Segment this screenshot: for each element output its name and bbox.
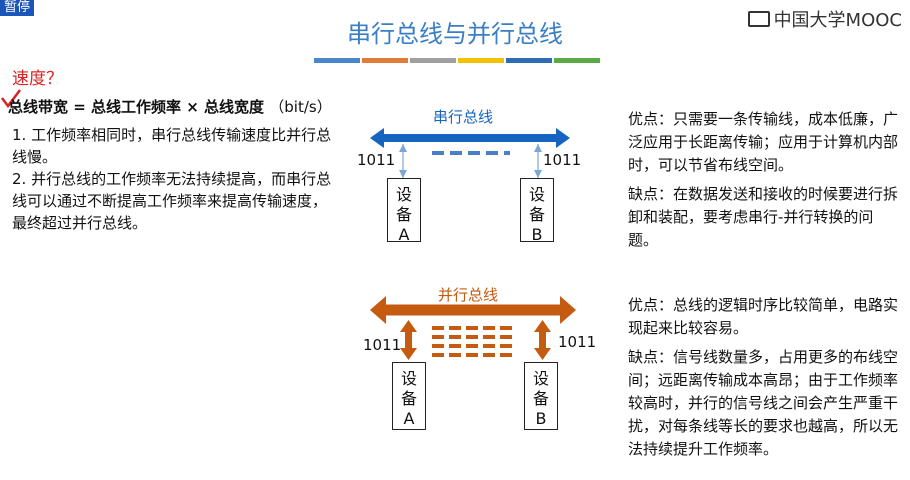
- device-b-char-1: 设: [532, 369, 549, 388]
- serial-pros: 优点：只需要一条传输线，成本低廉，广泛应用于长距离传输；应用于计算机内部时，可以…: [628, 110, 899, 174]
- speed-question: 速度？: [12, 69, 63, 89]
- check-mark-icon: [1, 89, 21, 109]
- speed-points: 1. 工作频率相同时，串行总线传输速度比并行总线慢。 2. 并行总线的工作频率无…: [12, 124, 332, 234]
- title-stripe: [410, 58, 456, 63]
- parallel-arrow-right: [560, 296, 576, 324]
- device-b-char-2: 备: [528, 205, 545, 224]
- device-a-char-1: 设: [400, 369, 417, 388]
- parallel-value-right: 1011: [558, 333, 596, 351]
- device-b-char-2: 备: [532, 389, 549, 408]
- serial-bus-diagram: 串行总线 1011 1011: [357, 108, 581, 178]
- serial-cons: 缺点：在数据发送和接收的时候要进行拆卸和装配，要考虑串行-并行转换的问题。: [628, 185, 899, 249]
- parallel-value-left: 1011: [363, 336, 401, 354]
- device-a-char-1: 设: [395, 185, 412, 204]
- title-stripe: [554, 58, 600, 63]
- device-a-char-3: A: [398, 225, 410, 244]
- serial-bus-label: 串行总线: [433, 108, 493, 126]
- pause-button[interactable]: 暂停: [0, 0, 35, 16]
- title-stripe: [506, 58, 552, 63]
- point-1: 1. 工作频率相同时，串行总线传输速度比并行总线慢。: [12, 126, 332, 166]
- device-b-char-1: 设: [528, 185, 545, 204]
- book-icon: [747, 11, 770, 27]
- formula-text: 总线带宽 = 总线工作频率 × 总线宽度: [8, 98, 265, 116]
- bandwidth-formula: 总线带宽 = 总线工作频率 × 总线宽度 （bit/s）: [8, 96, 332, 117]
- title-stripe: [458, 58, 504, 63]
- parallel-device-a: 设 备 A: [392, 362, 426, 430]
- parallel-bus-diagram: 并行总线 1011 1011: [363, 286, 596, 360]
- logo-text: 中国大学MOOC: [773, 10, 902, 31]
- device-a-char-2: 备: [395, 205, 412, 224]
- serial-arrow-right: [556, 128, 570, 148]
- serial-value-right: 1011: [543, 151, 581, 169]
- title-stripe: [362, 58, 408, 63]
- serial-notes: 优点：只需要一条传输线，成本低廉，广泛应用于长距离传输；应用于计算机内部时，可以…: [628, 108, 902, 258]
- device-a-char-2: 备: [400, 389, 417, 408]
- device-b-char-3: B: [535, 409, 547, 428]
- formula-unit: （bit/s）: [269, 98, 332, 116]
- parallel-bus-label: 并行总线: [438, 286, 498, 304]
- serial-value-left: 1011: [357, 151, 395, 169]
- parallel-cons: 缺点：信号线数量多，占用更多的布线空间；远距离传输成本高昂；由于工作频率较高时，…: [628, 348, 899, 458]
- parallel-pros: 优点：总线的逻辑时序比较简单，电路实现起来比较容易。: [628, 296, 899, 337]
- serial-device-a: 设 备 A: [387, 178, 421, 244]
- device-a-char-3: A: [403, 409, 415, 428]
- parallel-connector-b: [534, 320, 551, 360]
- title-stripe: [314, 58, 360, 63]
- serial-device-b: 设 备 B: [520, 178, 554, 244]
- serial-arrow-left: [370, 128, 384, 148]
- parallel-arrow-left: [370, 296, 386, 324]
- point-2: 2. 并行总线的工作频率无法持续提高，而串行总线可以通过不断提高工作频率来提高传…: [12, 170, 332, 232]
- parallel-notes: 优点：总线的逻辑时序比较简单，电路实现起来比较容易。 缺点：信号线数量多，占用更…: [628, 294, 902, 467]
- mooc-logo: 中国大学MOOC: [747, 6, 902, 32]
- parallel-connector-a: [400, 320, 417, 360]
- parallel-device-b: 设 备 B: [524, 362, 558, 430]
- slide-title: 串行总线与并行总线: [347, 20, 563, 48]
- device-b-char-3: B: [531, 225, 543, 244]
- parallel-data-dashes: [432, 326, 512, 357]
